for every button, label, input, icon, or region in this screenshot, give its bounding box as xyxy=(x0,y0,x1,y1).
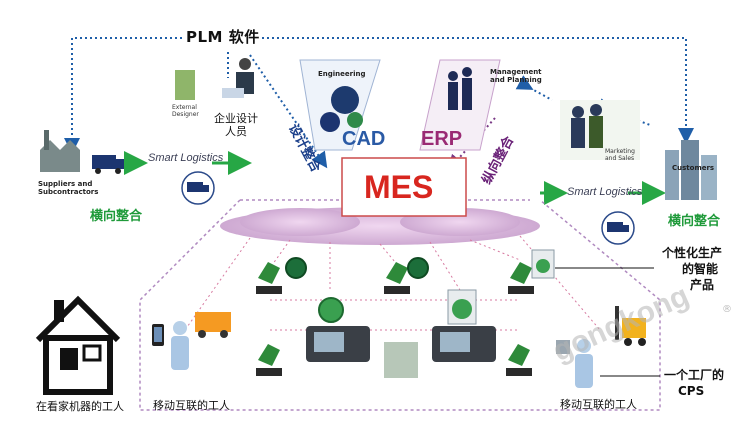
house-icon xyxy=(35,295,121,395)
marketing-sales-label: Marketing and Sales xyxy=(605,148,635,162)
registered-mark: ® xyxy=(722,304,732,315)
plm-loop xyxy=(64,37,694,169)
customers-building xyxy=(665,140,717,200)
customers-label: Customers xyxy=(672,164,715,172)
smart-logistics-left: Smart Logistics xyxy=(148,152,224,164)
management-planning-label: Management and Planning xyxy=(490,68,542,84)
marketing-figures xyxy=(560,100,640,160)
gear-icon xyxy=(320,86,363,132)
smart-logistics-right: Smart Logistics xyxy=(567,186,643,198)
orange-machine xyxy=(195,312,231,338)
logistics-truck-right xyxy=(601,211,635,245)
suppliers-label: Suppliers and Subcontractors xyxy=(38,180,99,196)
worker-left xyxy=(171,321,189,370)
personalized-product-line1: 个性化生产 xyxy=(662,246,723,260)
engineering-panel xyxy=(299,59,381,151)
machines xyxy=(306,326,496,378)
designer-figures xyxy=(175,58,254,100)
factory-cps-line2: CPS xyxy=(678,384,705,398)
personalized-product-line3: 产品 xyxy=(690,278,715,292)
erp-label: ERP xyxy=(421,128,463,150)
engineering-label: Engineering xyxy=(318,70,366,78)
phone-icon xyxy=(152,324,164,346)
right-label-arrows xyxy=(555,267,660,377)
mobile-worker-left-label: 移动互联的工人 xyxy=(153,399,230,412)
home-worker-label: 在看家机器的工人 xyxy=(36,400,124,413)
mes-label: MES xyxy=(364,169,434,205)
forklift-icon xyxy=(615,306,646,346)
truck-icon xyxy=(92,155,124,174)
factory-icon xyxy=(40,130,80,172)
factory-cps-line1: 一个工厂的 xyxy=(664,368,725,382)
mes-box xyxy=(341,157,467,217)
mobile-worker-right-label: 移动互联的工人 xyxy=(560,398,637,411)
external-designer-label: External Designer xyxy=(172,104,199,118)
worker-right xyxy=(556,339,593,388)
personalized-product-line2: 的智能 xyxy=(682,262,719,276)
horizontal-integration-left: 横向整合 xyxy=(90,209,143,224)
logistics-truck-left xyxy=(181,171,215,205)
enterprise-designer-label: 企业设计 人员 xyxy=(214,112,258,138)
horizontal-integration-right: 横向整合 xyxy=(668,214,721,229)
plm-software-label: PLM 软件 xyxy=(186,28,260,46)
washing-machine-icon xyxy=(447,249,555,325)
cad-label: CAD xyxy=(342,128,386,150)
management-panel xyxy=(419,59,501,151)
drum-products xyxy=(285,257,429,323)
